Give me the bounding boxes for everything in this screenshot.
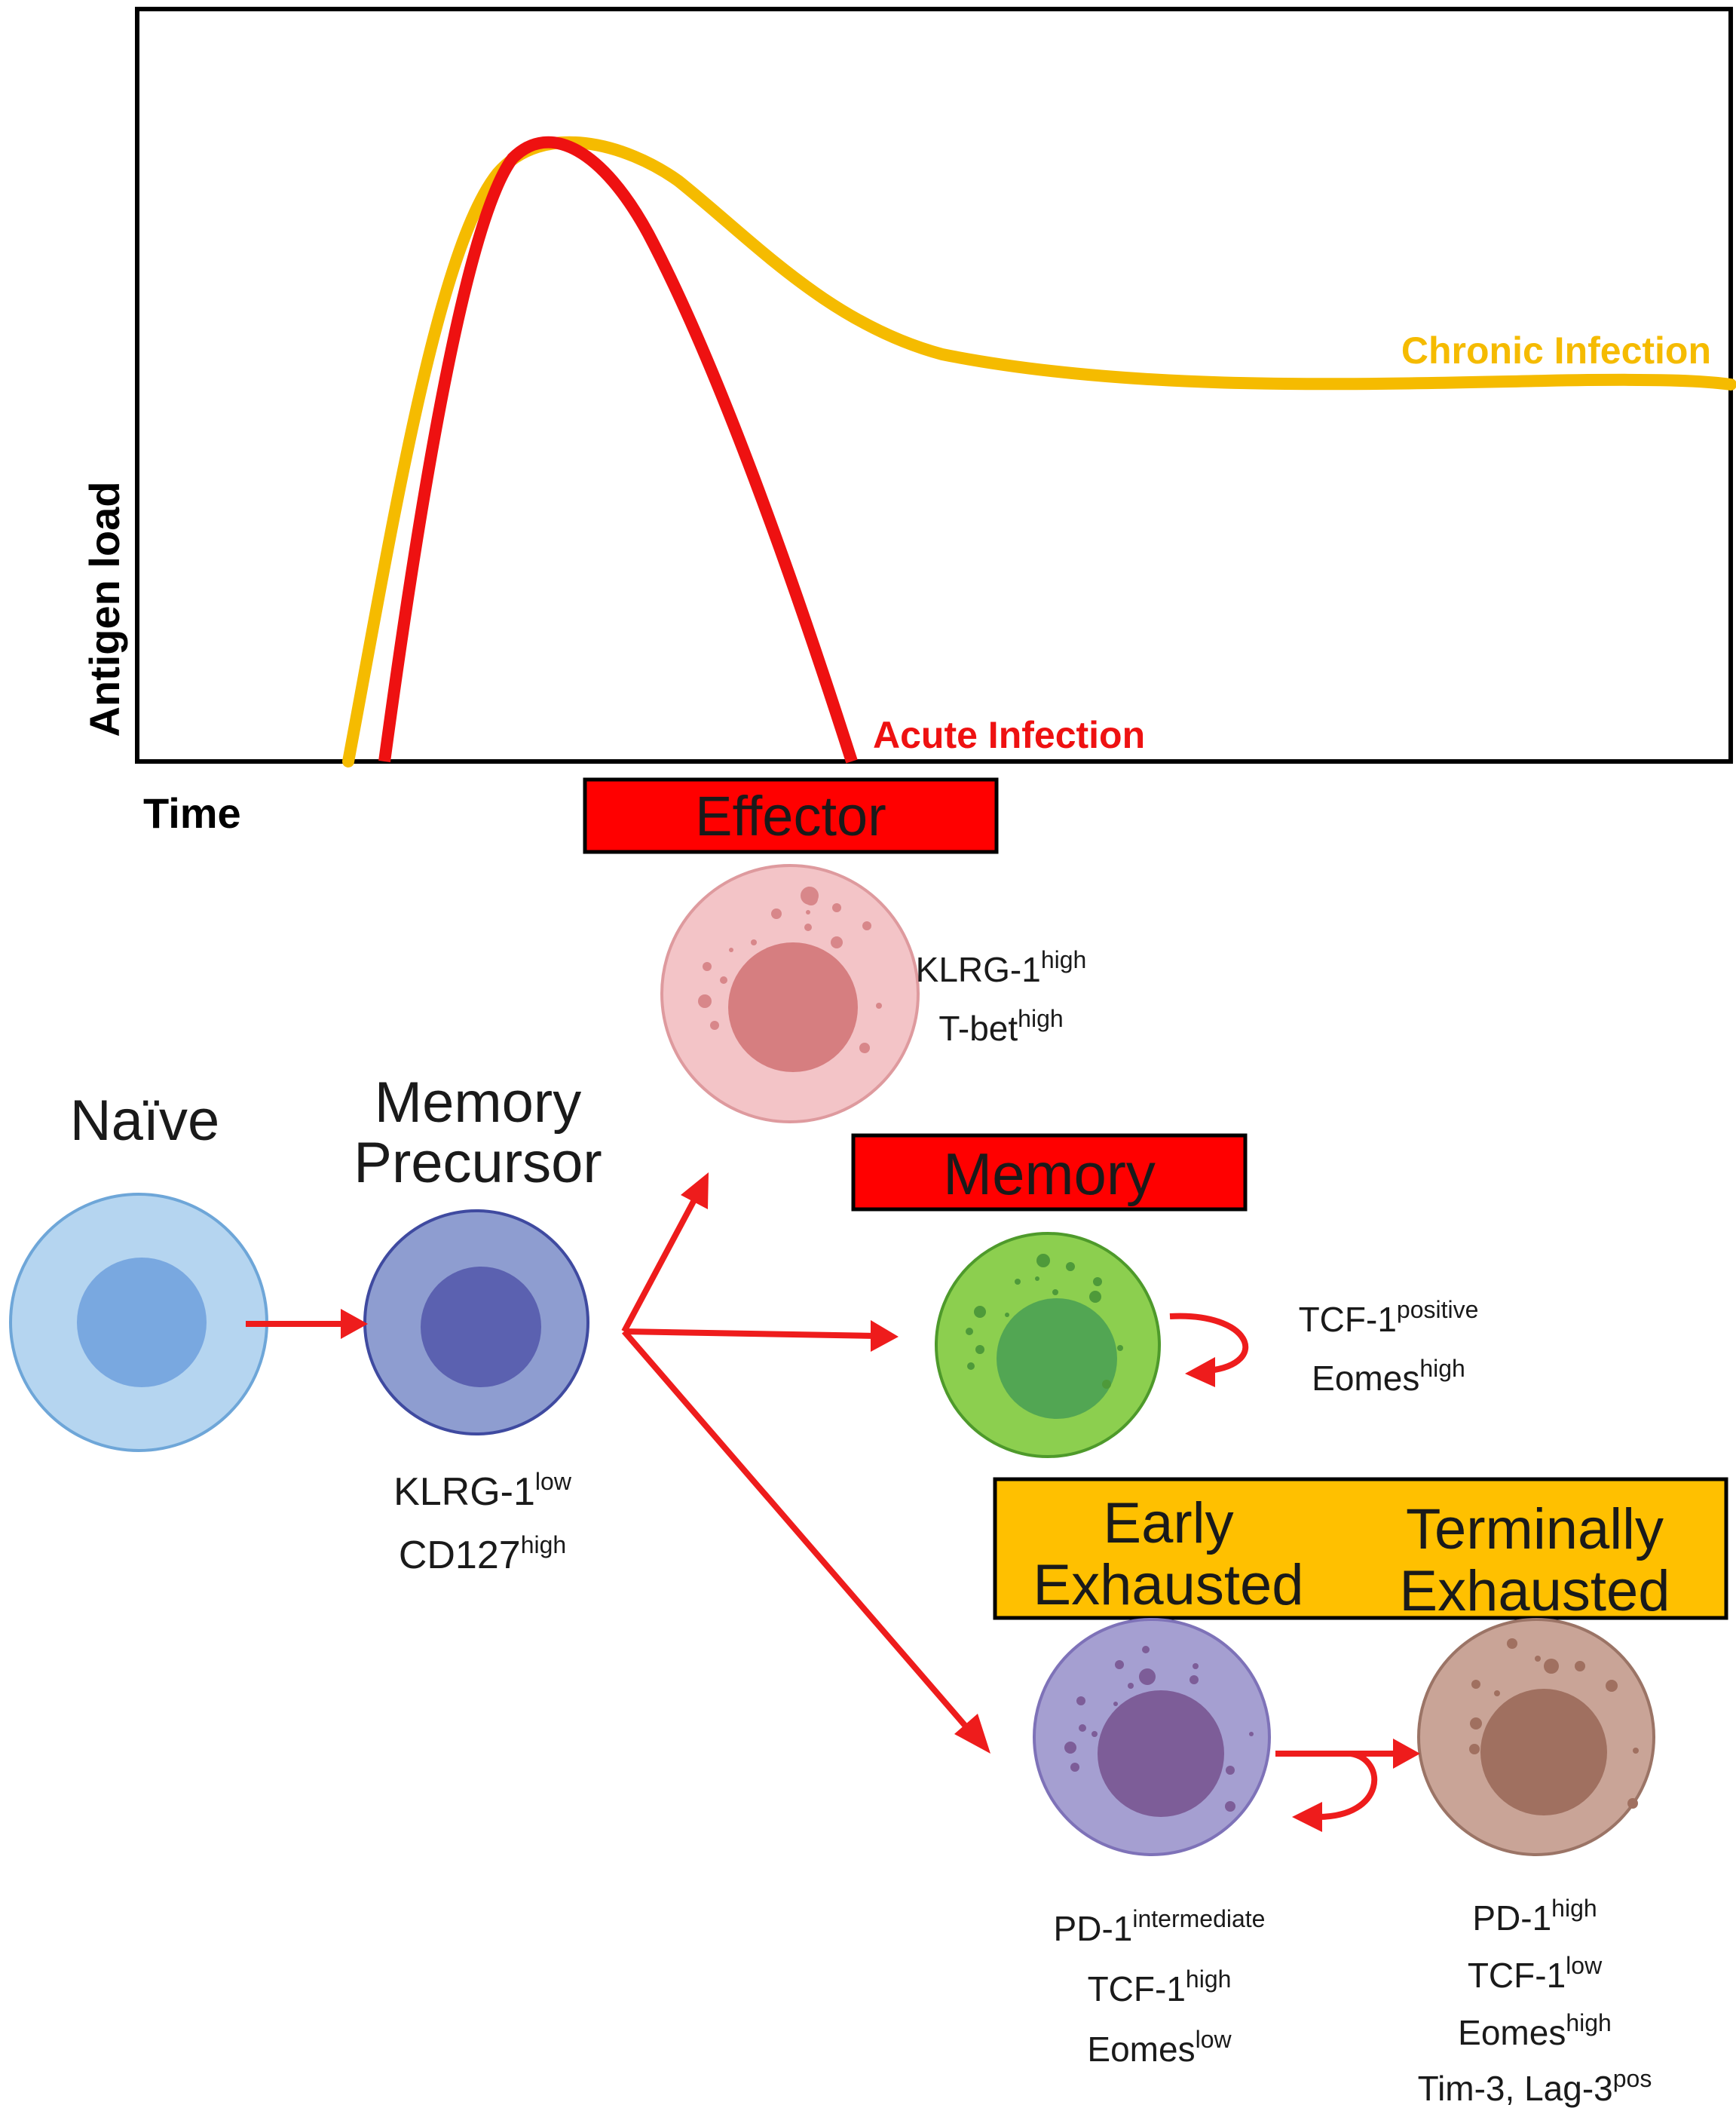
terminally-exhausted-title-line2: Exhausted (1399, 1559, 1670, 1623)
terminally-exhausted-cell (1417, 1618, 1655, 1856)
marker-tim3-lag3-pos: Tim-3, Lag-3pos (1418, 2065, 1652, 2108)
marker-pd1-high: PD-1high (1472, 1895, 1597, 1938)
marker-eomes-high-terminal: Eomeshigh (1458, 2009, 1612, 2052)
effector-box-label: Effector (695, 785, 886, 847)
marker-eomes-low: Eomeslow (1087, 2026, 1232, 2069)
chronic-infection-curve (342, 136, 1736, 767)
memory-box-label: Memory (943, 1141, 1156, 1207)
marker-pd1-intermediate: PD-1intermediate (1054, 1905, 1266, 1948)
effector-cell (660, 864, 920, 1123)
marker-klrg1-low: KLRG-1low (393, 1468, 572, 1514)
branch-arrows (621, 1172, 990, 1754)
exhausted-box: Early Exhausted Terminally Exhausted (993, 1477, 1728, 1623)
marker-klrg1-high: KLRG-1high (916, 946, 1087, 989)
early-exhausted-markers: PD-1intermediate TCF-1high Eomeslow (1054, 1905, 1266, 2069)
chronic-infection-label: Chronic Infection (1401, 329, 1711, 372)
early-exhausted-title-line2: Exhausted (1033, 1553, 1303, 1617)
acute-infection-label: Acute Infection (873, 714, 1145, 756)
naive-title: Naïve (70, 1089, 220, 1153)
terminally-exhausted-markers: PD-1high TCF-1low Eomeshigh Tim-3, Lag-3… (1418, 1895, 1652, 2108)
early-exhausted-cell (1033, 1618, 1271, 1856)
antigen-load-graph: Antigen load Time Chronic Infection Acut… (81, 7, 1736, 837)
acute-infection-curve (378, 136, 858, 764)
x-axis-label: Time (143, 789, 241, 837)
naive-cell (9, 1193, 268, 1452)
marker-tcf1-positive: TCF-1positive (1299, 1296, 1479, 1339)
memory-precursor-markers: KLRG-1low CD127high (393, 1468, 572, 1577)
marker-tbet-high: T-bethigh (938, 1005, 1063, 1048)
naive-to-memory-precursor-arrow (246, 1309, 368, 1339)
marker-tcf1-low: TCF-1low (1468, 1952, 1603, 1995)
memory-markers: TCF-1positive Eomeshigh (1299, 1296, 1479, 1398)
memory-cell (935, 1232, 1161, 1458)
memory-precursor-title-line2: Precursor (354, 1131, 602, 1195)
early-exhausted-title-line1: Early (1103, 1491, 1233, 1555)
memory-precursor-title-line1: Memory (375, 1071, 581, 1135)
effector-markers: KLRG-1high T-bethigh (916, 946, 1087, 1048)
early-to-terminal-arrow (1275, 1739, 1420, 1832)
marker-cd127-high: CD127high (399, 1531, 566, 1577)
marker-tcf1-high: TCF-1high (1088, 1965, 1232, 2008)
terminally-exhausted-title-line1: Terminally (1406, 1497, 1664, 1561)
marker-eomes-high: Eomeshigh (1312, 1355, 1465, 1398)
memory-box: Memory (851, 1133, 1248, 1212)
memory-self-renewal-arrow (1169, 1313, 1249, 1387)
y-axis-label: Antigen load (81, 481, 128, 737)
effector-box: Effector (583, 777, 999, 854)
memory-precursor-cell (363, 1209, 589, 1435)
